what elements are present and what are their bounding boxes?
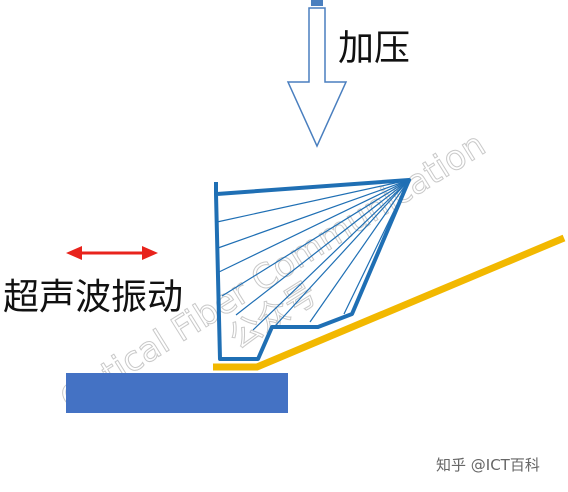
optical-fiber: [213, 234, 566, 371]
vibration-arrow: [66, 246, 158, 260]
footer-credit: 知乎 @ICT百科: [436, 456, 540, 474]
pressure-arrow: [286, 0, 348, 148]
bonding-tool: [214, 178, 411, 361]
pressure-label: 加压: [338, 28, 410, 69]
substrate: [66, 373, 288, 413]
vibration-label: 超声波振动: [3, 277, 183, 318]
